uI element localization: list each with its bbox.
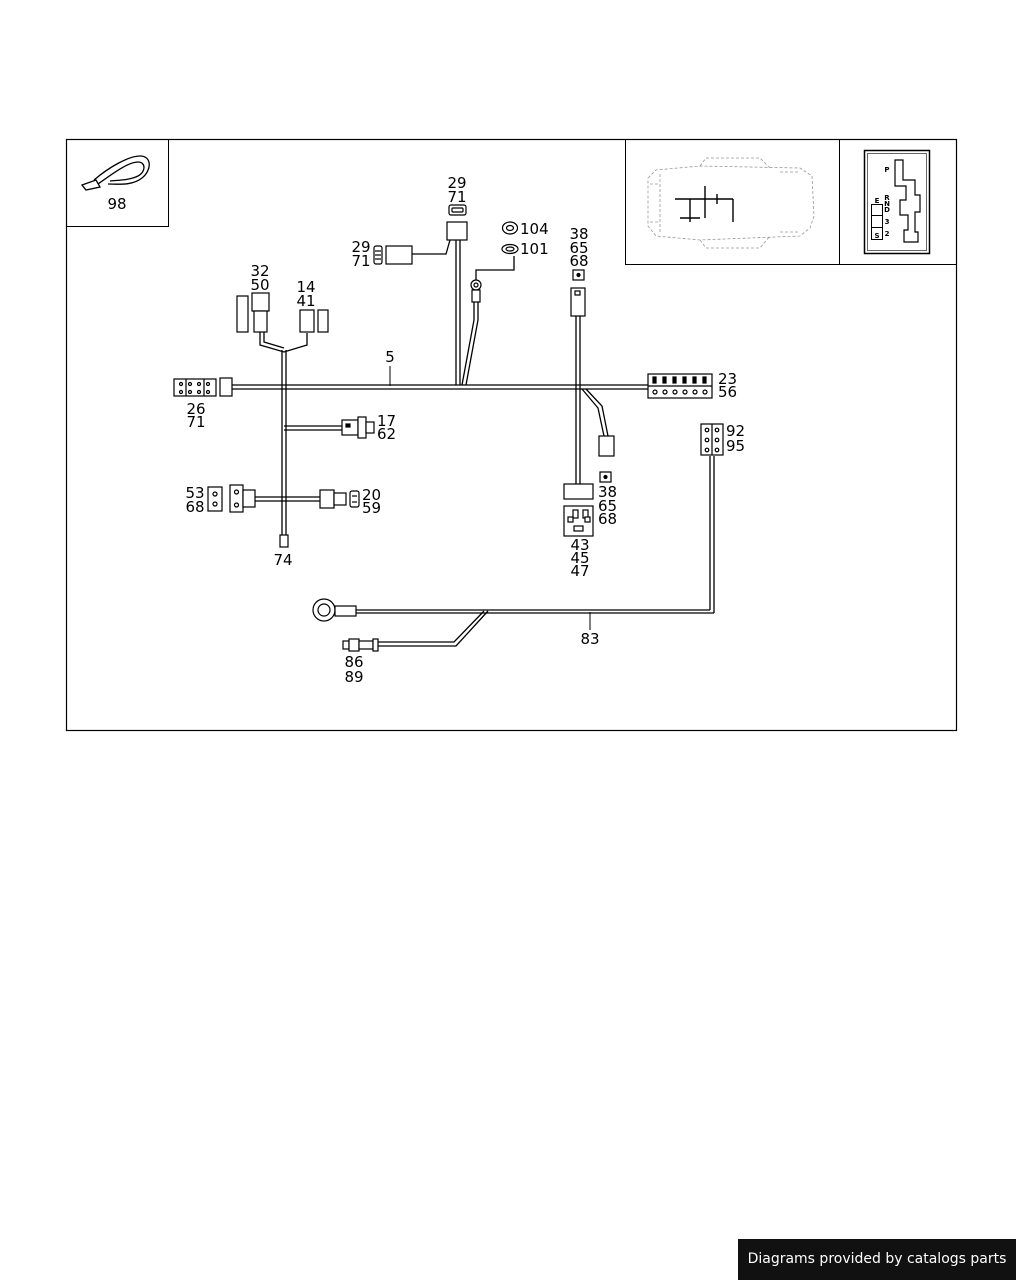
vehicle-location-inset: [625, 140, 956, 265]
label-23: 23: [718, 370, 737, 388]
connector-26-icon: [173, 377, 233, 397]
label-45: 45: [570, 549, 589, 567]
gear-p: P: [884, 166, 889, 174]
label-74: 74: [273, 551, 292, 569]
label-5: 5: [385, 348, 395, 366]
label-65-lower: 65: [598, 497, 617, 515]
diagram-frame: [65, 138, 958, 732]
connector-14-icon: [299, 309, 329, 333]
connector-20-icon: [319, 489, 360, 509]
label-71-side: 71: [351, 252, 370, 270]
sensor-branch-wire: [378, 610, 485, 643]
label-32: 32: [250, 262, 269, 280]
gear-gate-icon: [894, 159, 921, 243]
label-68-lower: 68: [598, 510, 617, 528]
label-14: 14: [296, 278, 315, 296]
label-59: 59: [362, 499, 381, 517]
connector-23-icon: [647, 373, 713, 399]
label-38-top: 38: [569, 225, 588, 243]
gear-s: S: [874, 232, 879, 240]
gear-3: 3: [885, 218, 890, 226]
label-104: 104: [520, 220, 549, 238]
y-split-wire: [259, 332, 308, 353]
label-41: 41: [296, 292, 315, 310]
connector-92-icon: [700, 423, 724, 456]
connector-38-lower-icon: [598, 435, 615, 483]
harness-location-marker: [675, 186, 734, 222]
gear-r: R: [884, 194, 890, 202]
connectors: [173, 204, 724, 652]
cable-tie-icon: [80, 155, 150, 191]
label-50: 50: [250, 276, 269, 294]
relay-43-icon: [563, 483, 594, 537]
gear-selector-inset: P R N D 3 2 E S: [863, 149, 931, 255]
connector-29-side-icon: [373, 245, 413, 265]
label-43: 43: [570, 536, 589, 554]
gear-d: D: [884, 206, 890, 214]
label-29-side: 29: [351, 238, 370, 256]
label-38-lower: 38: [598, 483, 617, 501]
leader-lines: [389, 366, 591, 630]
label-56: 56: [718, 383, 737, 401]
gear-n: N: [884, 200, 890, 208]
connector-29-top-icon: [446, 204, 468, 241]
label-53: 53: [185, 484, 204, 502]
ground-branch-wire: [461, 302, 475, 386]
label-95: 95: [726, 437, 745, 455]
label-71-left: 71: [186, 413, 205, 431]
grommet-104-icon: [501, 221, 519, 235]
label-101: 101: [520, 240, 549, 258]
terminal-74-icon: [279, 534, 289, 548]
label-92: 92: [726, 422, 745, 440]
gear-2: 2: [885, 230, 890, 238]
label-65-top: 65: [569, 239, 588, 257]
cable-tie-inset: 98: [66, 139, 169, 227]
label-29-top: 29: [447, 174, 466, 192]
ground-eyelet-icon: [470, 279, 482, 303]
label-86: 86: [344, 653, 363, 671]
label-26: 26: [186, 400, 205, 418]
connector-38-top-icon: [570, 269, 586, 317]
gear-e: E: [875, 197, 880, 205]
label-62: 62: [377, 425, 396, 443]
harness-wires: [232, 239, 715, 647]
part-labels: 29 71 29 71 104 101 38 65 68 32 50 14 41…: [185, 174, 745, 686]
car-outline-icon: [647, 157, 815, 249]
label-98: 98: [107, 195, 126, 213]
connector-17-icon: [341, 416, 375, 439]
label-20: 20: [362, 486, 381, 504]
connector-32-icon: [236, 292, 270, 333]
label-71-top: 71: [447, 188, 466, 206]
connector-53-icon: [207, 484, 256, 513]
footer-credit: Diagrams provided by catalogs parts: [738, 1239, 1016, 1280]
probe-sensor-86-icon: [342, 638, 379, 652]
label-68-top: 68: [569, 252, 588, 270]
round-sensor-icon: [312, 598, 357, 622]
label-83: 83: [580, 630, 599, 648]
label-47: 47: [570, 562, 589, 580]
grommet-101-icon: [501, 243, 519, 255]
label-68-left: 68: [185, 498, 204, 516]
label-89: 89: [344, 668, 363, 686]
label-17: 17: [377, 412, 396, 430]
